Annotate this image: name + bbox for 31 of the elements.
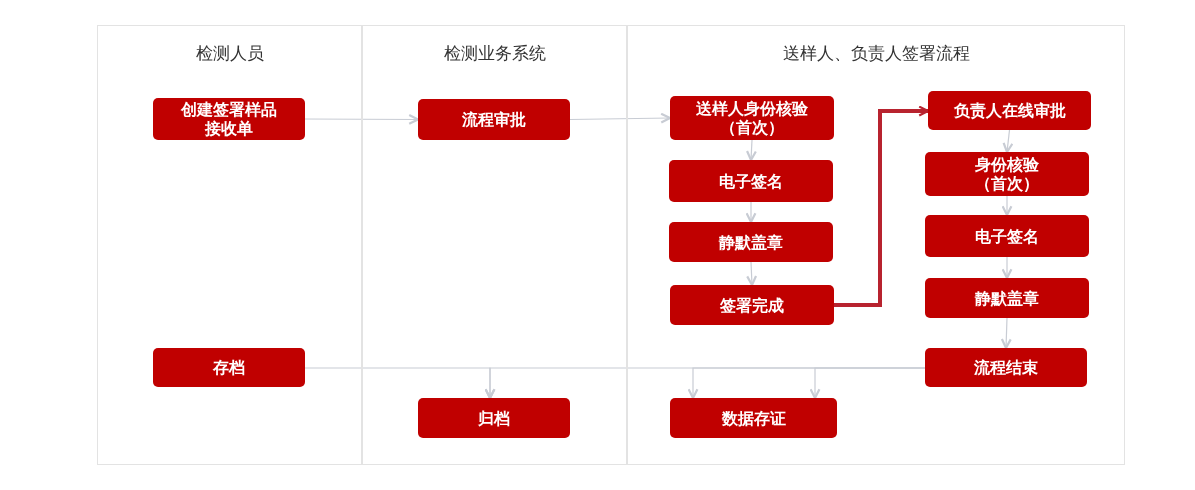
process-box: 签署完成	[670, 285, 834, 325]
arrow	[745, 139, 757, 162]
process-box: 创建签署样品接收单	[153, 98, 305, 140]
lane-heading: 检测人员	[195, 42, 264, 65]
arrow	[746, 261, 758, 287]
process-box: 负责人在线审批	[928, 91, 1091, 130]
process-box: 身份核验（首次）	[925, 152, 1089, 196]
process-box: 静默盖章	[925, 278, 1089, 318]
process-box: 静默盖章	[669, 222, 833, 262]
arrow	[745, 201, 757, 224]
arrow	[1001, 195, 1013, 217]
swimlane	[627, 25, 1125, 465]
process-box: 存档	[153, 348, 305, 387]
swimlane	[362, 25, 627, 465]
process-box: 归档	[418, 398, 570, 438]
process-box: 数据存证	[670, 398, 837, 438]
process-box: 送样人身份核验（首次）	[670, 96, 834, 140]
arrow	[1000, 317, 1012, 350]
arrow	[1002, 129, 1014, 154]
lane-heading: 检测业务系统	[443, 42, 546, 65]
swimlane	[97, 25, 362, 465]
arrow	[569, 112, 672, 124]
process-box: 电子签名	[669, 160, 833, 202]
process-box: 流程审批	[418, 99, 570, 140]
arrow	[809, 367, 926, 400]
arrow	[1001, 256, 1013, 280]
process-box: 流程结束	[925, 348, 1087, 387]
thick-arrow	[834, 105, 930, 307]
arrow	[304, 113, 420, 125]
process-box: 电子签名	[925, 215, 1089, 257]
lane-heading: 送样人、负责人签署流程	[782, 42, 970, 65]
